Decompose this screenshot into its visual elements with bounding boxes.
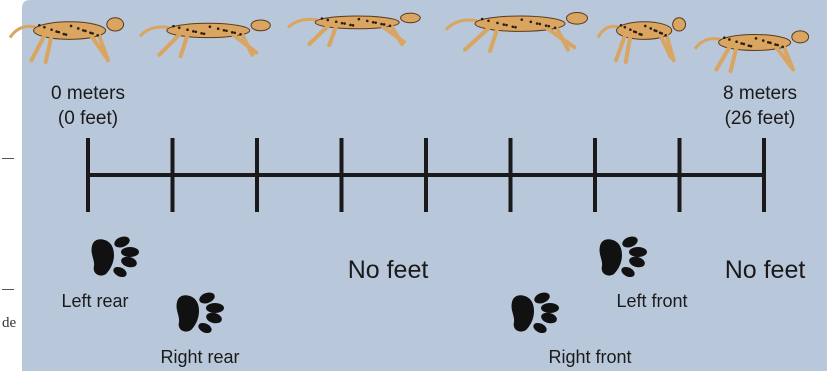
footprint-label-right-front: Right front: [525, 346, 655, 368]
margin-rule-bottom: [2, 289, 14, 290]
margin-text-fragment: de: [2, 315, 16, 332]
start-meters: 0 meters: [28, 81, 148, 106]
footprint-label-right-rear: Right rear: [135, 346, 265, 368]
end-feet: (26 feet): [700, 106, 820, 131]
start-feet: (0 feet): [28, 106, 148, 131]
margin-rule-top: [2, 158, 14, 159]
end-meters: 8 meters: [700, 81, 820, 106]
footprint-label-left-front: Left front: [597, 290, 707, 312]
start-distance-label: 0 meters (0 feet): [28, 81, 148, 131]
footprint-label-left-rear: Left rear: [40, 290, 150, 312]
no-feet-label-2: No feet: [705, 255, 825, 285]
no-feet-label-1: No feet: [318, 255, 458, 285]
end-distance-label: 8 meters (26 feet): [700, 81, 820, 131]
